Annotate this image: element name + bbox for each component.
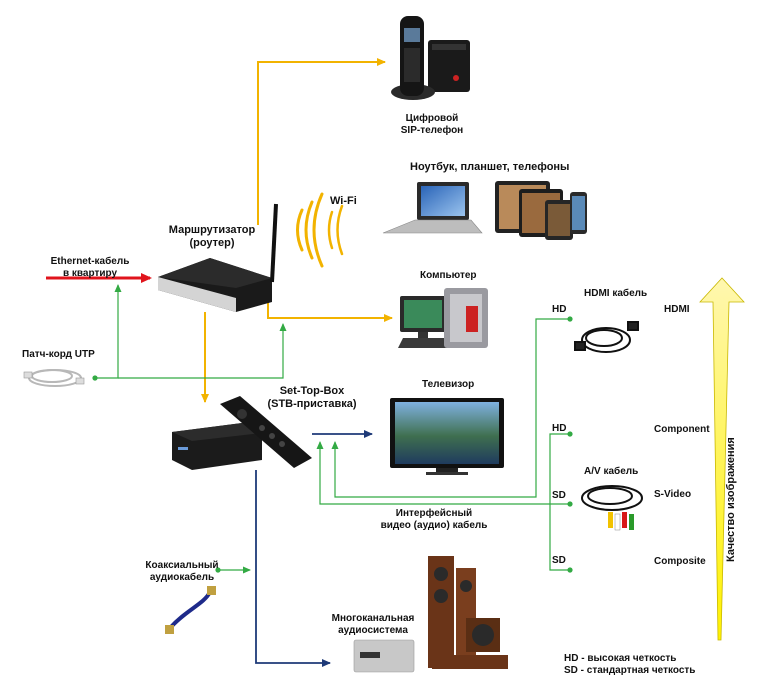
quality-label: Качество изображения [725, 437, 737, 562]
hdmi-cable-image [574, 321, 639, 353]
coax-label-line1: Коаксиальный [145, 560, 219, 571]
sd-label-1: SD [552, 490, 566, 501]
audio-label-line1: Многоканальная [331, 613, 415, 624]
ethernet-label-line1: Ethernet-кабель [50, 256, 130, 267]
stb-label-line2: (STB-приставка) [267, 398, 357, 410]
quality-arrow [699, 277, 745, 641]
audio-label-line2: аудиосистема [338, 625, 408, 636]
interface-cable-label-line2: видео (аудио) кабель [380, 520, 488, 531]
quality-label-wrap: Качество изображения [725, 402, 737, 562]
audio-system-image [353, 556, 508, 673]
computer-label: Компьютер [420, 270, 477, 281]
ethernet-label-line2: в квартиру [62, 268, 118, 279]
laptop-label: Ноутбук, планшет, телефоны [410, 161, 570, 173]
hdmi-cable-label: HDMI кабель [584, 288, 648, 299]
router-to-phone-line [257, 58, 386, 225]
composite-label: Composite [654, 556, 706, 567]
av-cable-image [581, 485, 643, 531]
patch-cord-image [23, 369, 85, 387]
laptop-image [382, 182, 483, 234]
legend-sd: SD - стандартная четкость [564, 665, 696, 676]
stb-label-line1: Set-Top-Box [279, 385, 345, 397]
tv-image [390, 398, 504, 475]
hd-label-1: HD [552, 304, 567, 315]
tv-label: Телевизор [422, 379, 475, 390]
sd-label-2: SD [552, 555, 566, 566]
hdmi-label: HDMI [664, 304, 690, 315]
tablets-phones-image [495, 181, 587, 240]
coax-label-line2: аудиокабель [149, 572, 215, 583]
audio-label: Многоканальная аудиосистема [328, 613, 418, 637]
sip-phone-image [391, 16, 470, 100]
router-to-computer-line [267, 290, 393, 322]
phone-label-line1: Цифровой [405, 113, 459, 124]
phone-label-line2: SIP-телефон [400, 125, 464, 136]
wifi-label: Wi-Fi [330, 195, 357, 207]
hd-label-2: HD [552, 423, 567, 434]
wifi-signal-icon [296, 192, 344, 268]
ethernet-label: Ethernet-кабель в квартиру [45, 256, 135, 280]
interface-cable-label-line1: Интерфейсный [395, 508, 473, 519]
router-image [158, 203, 278, 312]
coax-label: Коаксиальный аудиокабель [142, 560, 222, 584]
coax-cable-image [165, 586, 216, 634]
router-label: Маршрутизатор (роутер) [164, 224, 260, 250]
interface-cable-label: Интерфейсный видео (аудио) кабель [372, 508, 496, 532]
computer-image [398, 288, 488, 348]
legend-hd: HD - высокая четкость [564, 653, 677, 664]
phone-label: Цифровой SIP-телефон [392, 113, 472, 137]
stb-label: Set-Top-Box (STB-приставка) [260, 385, 364, 411]
svideo-label: S-Video [654, 489, 692, 500]
utp-connections [92, 284, 573, 574]
av-cable-label: A/V кабель [584, 466, 639, 477]
remote-image [220, 396, 312, 468]
router-label-line1: Маршрутизатор [168, 224, 256, 236]
router-label-line2: (роутер) [189, 237, 235, 249]
patch-cord-label: Патч-корд UTP [22, 349, 95, 360]
component-label: Component [654, 424, 710, 435]
stb-image [172, 423, 262, 470]
video-connections [255, 430, 373, 667]
